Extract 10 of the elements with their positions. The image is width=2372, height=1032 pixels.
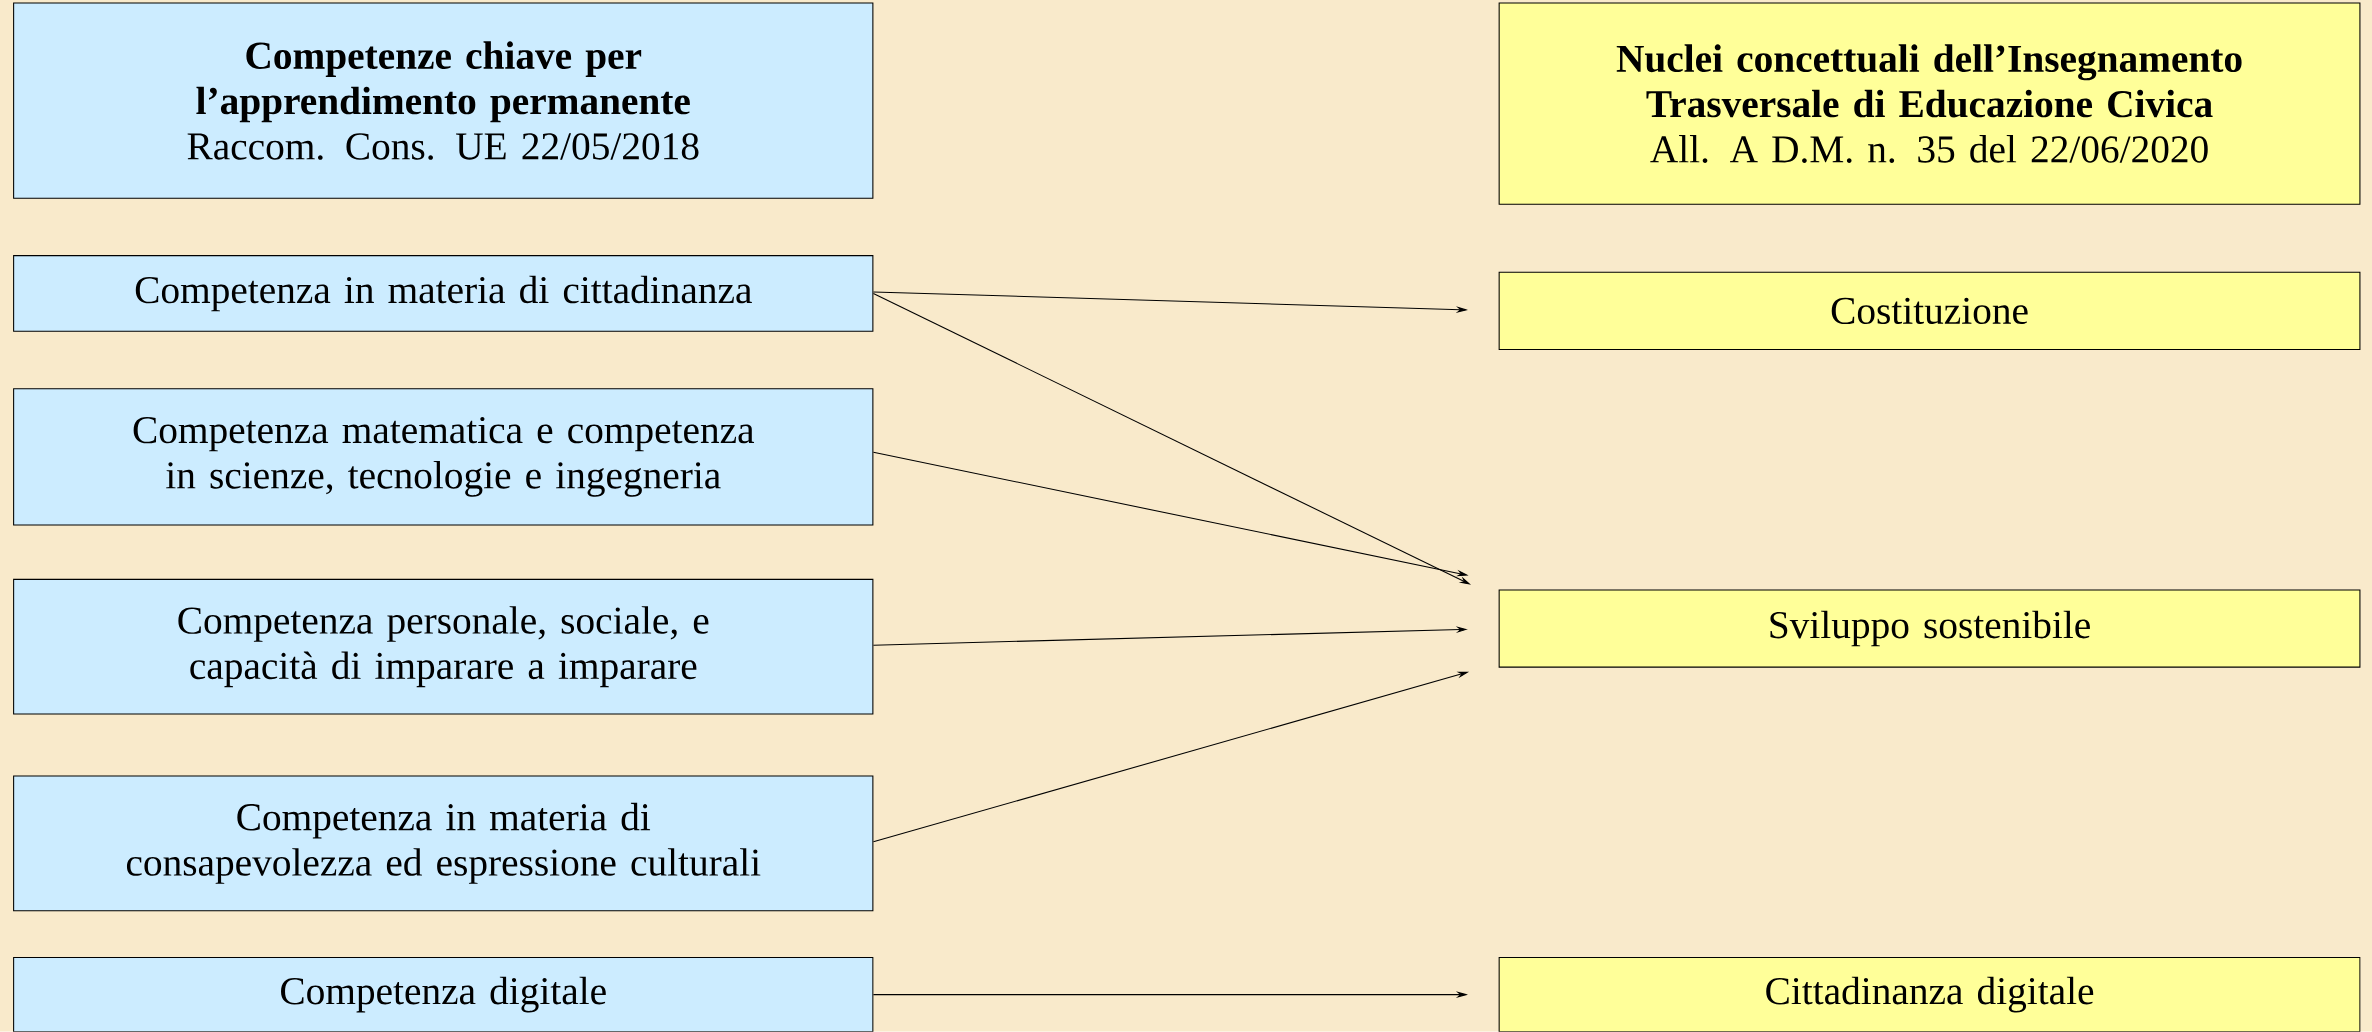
text-box: Cittadinanza digitale <box>1498 957 2361 1032</box>
text-box: Competenza digitale <box>13 957 874 1032</box>
text-box: Competenza in materia di cittadinanza <box>13 255 874 332</box>
text-box: Competenza personale, sociale, e capacità di imparare a imparare <box>13 579 874 715</box>
header-box: Nuclei concettuali dell’Insegnamento Trasversale di Educazione Civica All. A D.M. n. 35 del 22/06/2020 <box>1498 2 2361 205</box>
text-box: Sviluppo sostenibile <box>1498 589 2361 668</box>
header-box: Competenze chiave per l’apprendimento permanente Raccom. Cons. UE 22/05/2018 <box>13 2 874 199</box>
text-box: Costituzione <box>1498 271 2361 351</box>
text-box: Competenza in materia di consapevolezza ed espressione culturali <box>13 775 874 912</box>
text-box: Competenza matematica e competenza in scienze, tecnologie e ingegneria <box>13 388 874 526</box>
